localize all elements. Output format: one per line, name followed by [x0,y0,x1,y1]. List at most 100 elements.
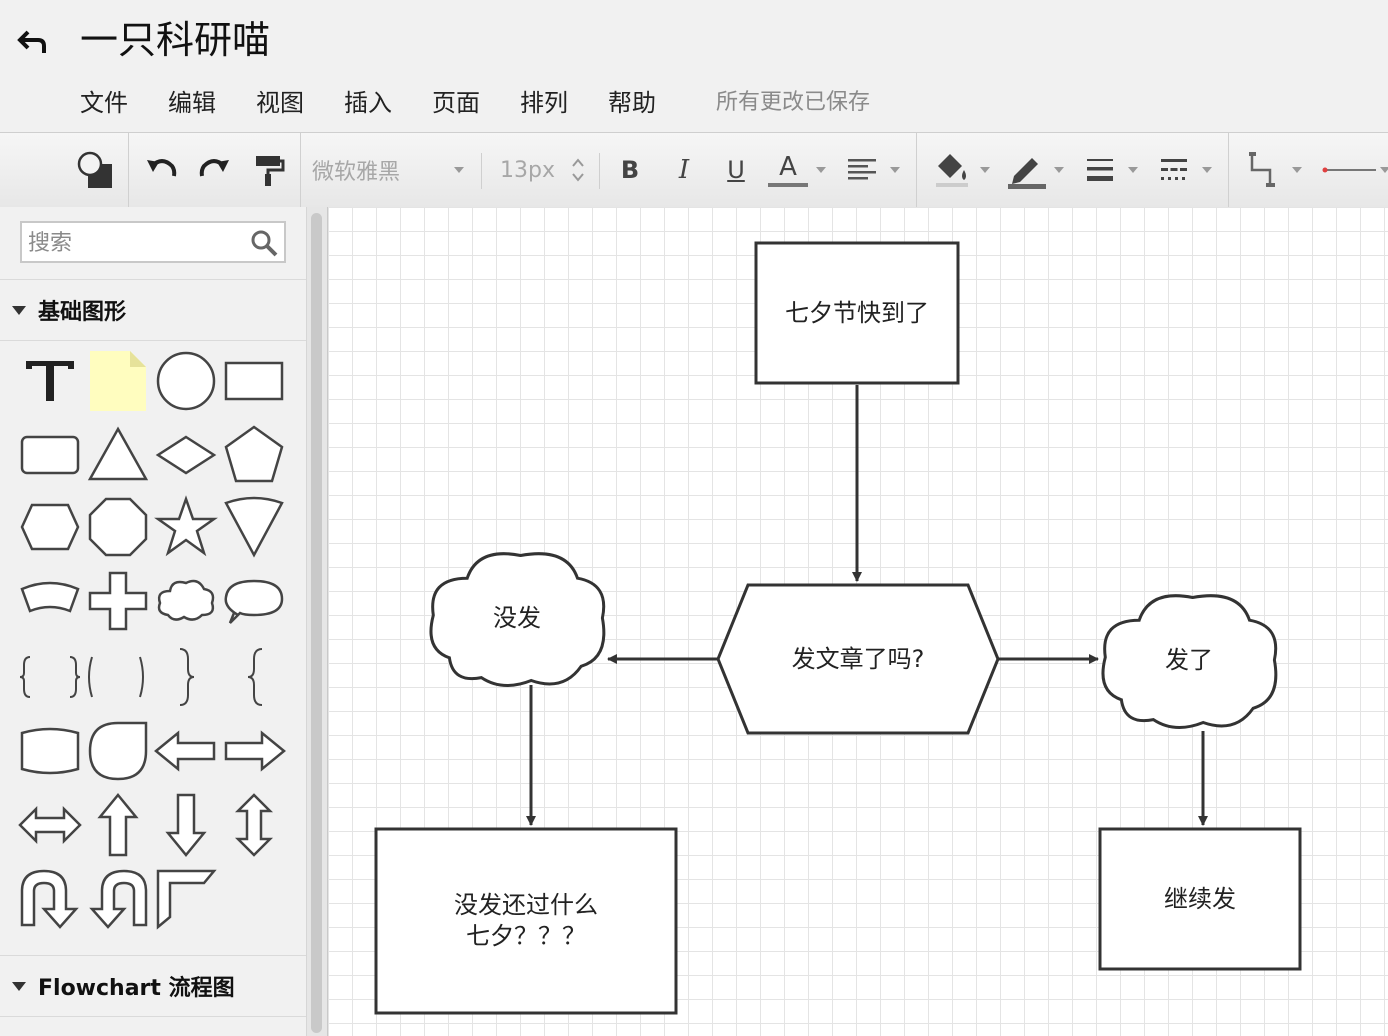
menu-page[interactable]: 页面 [432,88,480,117]
shape-right-brace-icon[interactable] [152,643,220,711]
toolbar-divider [599,153,600,189]
shape-up-down-arrow-icon[interactable] [220,791,288,859]
scrollbar-thumb[interactable] [311,213,322,1033]
shape-cross-icon[interactable] [84,567,152,635]
font-color-swatch [768,183,808,187]
shape-circle-icon[interactable] [152,347,220,415]
toolbar-divider [300,133,301,207]
bold-button[interactable]: B [620,156,640,184]
shape-left-right-arrow-icon[interactable] [16,791,84,859]
connector-icon[interactable] [1242,133,1286,207]
chevron-down-icon[interactable] [890,167,900,173]
menu-insert[interactable]: 插入 [344,88,392,117]
shape-triangle-icon[interactable] [84,421,152,489]
app-header: 一只科研喵 文件 编辑 视图 插入 页面 排列 帮助 所有更改已保存 [0,0,1388,132]
shape-sidebar: 基础图形 Flowchart 流程图 [0,207,306,1036]
shape-hexagon-icon[interactable] [16,493,84,561]
expand-triangle-icon [12,981,26,991]
shape-note-icon[interactable] [84,347,152,415]
shape-pentagon-icon[interactable] [220,421,288,489]
chevron-down-icon[interactable] [1128,167,1138,173]
toolbar-divider [1228,133,1229,207]
node-label-decision: 发文章了吗? [791,644,925,673]
arrow-style-icon[interactable] [1318,133,1378,207]
menu-edit[interactable]: 编辑 [168,88,216,117]
section-basic-shapes[interactable]: 基础图形 [0,279,306,341]
fill-color-icon[interactable] [928,133,976,207]
align-icon[interactable] [842,133,882,207]
shape-speech-bubble-icon[interactable] [220,567,288,635]
sidebar-scrollbar[interactable] [306,207,327,1036]
shape-rectangle-icon[interactable] [220,347,288,415]
underline-button[interactable]: U [727,156,745,184]
section-flowchart[interactable]: Flowchart 流程图 [0,955,306,1017]
line-style-icon[interactable] [1154,133,1194,207]
shape-rounded-rectangle-icon[interactable] [16,421,84,489]
shape-cloud-icon[interactable] [152,567,220,635]
shape-tape-icon[interactable] [16,717,84,785]
chevron-down-icon[interactable] [1380,167,1388,173]
search-icon[interactable] [250,229,278,257]
section-label: 基础图形 [38,300,127,325]
format-painter-icon[interactable] [246,133,290,207]
node-label-no-result: 没发还过什么 七夕？？？ [454,891,598,950]
font-color-icon: A [779,152,797,182]
shape-u-turn-arrow-icon[interactable] [16,865,84,933]
shape-octagon-icon[interactable] [84,493,152,561]
shape-left-arrow-icon[interactable] [152,717,220,785]
shape-down-arrow-icon[interactable] [152,791,220,859]
chevron-down-icon[interactable] [1292,167,1302,173]
shape-inverted-triangle-icon[interactable] [220,493,288,561]
back-arrow-icon[interactable] [14,22,54,62]
menu-arrange[interactable]: 排列 [520,88,568,117]
chevron-down-icon[interactable] [1054,167,1064,173]
chevron-down-icon[interactable] [816,167,826,173]
undo-icon[interactable] [140,133,184,207]
chevron-down-icon[interactable] [980,167,990,173]
toolbar: 微软雅黑 13px B I U A [0,132,1388,208]
shape-star-icon[interactable] [152,493,220,561]
node-no-result[interactable] [374,827,678,1015]
shape-u-turn-arrow-reverse-icon[interactable] [84,865,152,933]
font-color-button[interactable]: A [766,133,810,207]
menu-file[interactable]: 文件 [80,88,128,117]
shapes-palette [0,347,306,952]
shape-right-arrow-icon[interactable] [220,717,288,785]
shape-corner-shape-icon[interactable] [152,865,220,933]
shape-left-brace-icon[interactable] [220,643,288,711]
shape-curved-banner-icon[interactable] [16,567,84,635]
font-size-stepper[interactable]: 13px [500,133,566,207]
line-width-icon[interactable] [1080,133,1120,207]
menu-bar: 文件 编辑 视图 插入 页面 排列 帮助 所有更改已保存 [80,80,870,120]
chevron-down-icon[interactable] [1202,167,1212,173]
node-yes[interactable] [1101,594,1278,729]
shape-text-icon[interactable] [16,347,84,415]
redo-icon[interactable] [192,133,236,207]
font-family-value: 微软雅黑 [312,160,401,185]
shape-leaf-icon[interactable] [84,717,152,785]
section-label: Flowchart 流程图 [38,976,235,1001]
line-color-icon[interactable] [1004,133,1048,207]
font-size-value: 13px [500,157,555,183]
diagram-canvas[interactable]: 七夕节快到了 发文章了吗? 没发 发了 没发还过什么 七夕？？？ 继续发 [327,207,1388,1036]
node-label-no: 没发 [493,603,541,632]
stepper-arrows-icon[interactable] [568,133,588,207]
node-start[interactable] [754,241,960,385]
shapes-style-icon[interactable] [72,133,120,207]
italic-button[interactable]: I [678,155,690,185]
node-no[interactable] [429,552,606,687]
font-family-select[interactable]: 微软雅黑 [312,133,432,207]
search-input[interactable] [26,225,250,261]
shape-bracket-pair-icon[interactable] [84,643,152,711]
menu-view[interactable]: 视图 [256,88,304,117]
search-box[interactable] [20,221,286,263]
toolbar-divider [128,133,129,207]
shape-brace-pair-icon[interactable] [16,643,84,711]
chevron-down-icon[interactable] [454,167,464,173]
document-title[interactable]: 一只科研喵 [80,18,271,62]
shape-diamond-icon[interactable] [152,421,220,489]
node-decision[interactable] [716,583,1000,735]
menu-help[interactable]: 帮助 [608,88,656,117]
node-yes-result[interactable] [1098,827,1302,971]
shape-up-arrow-icon[interactable] [84,791,152,859]
